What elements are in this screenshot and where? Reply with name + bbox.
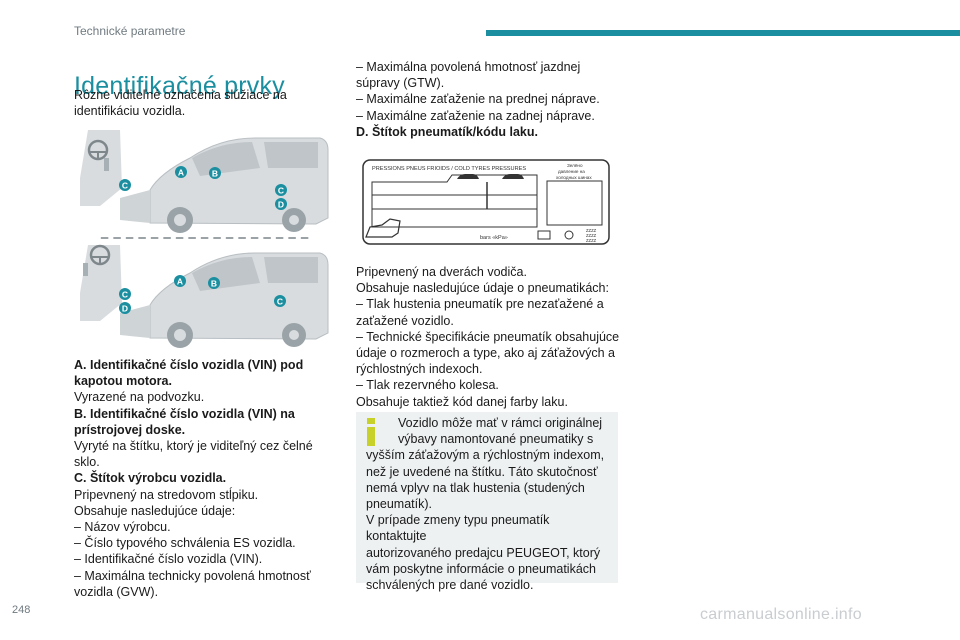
page-title: Identifikačné prvky (74, 71, 285, 100)
text-line: – Tlak rezervného kolesa. (356, 378, 499, 393)
text-line: kapotou motora. (74, 374, 172, 389)
svg-text:холодных шинах: холодных шинах (556, 175, 592, 180)
text-line: súpravy (GTW). (356, 76, 445, 91)
info-line: výbavy namontované pneumatiky s (398, 432, 594, 447)
car-side-icon (365, 218, 401, 238)
warning-icon (564, 230, 574, 240)
left-column-text: A. Identifikačné číslo vozidla (VIN) pod… (74, 357, 336, 600)
text-line: D. Štítok pneumatík/kódu laku. (356, 124, 538, 139)
svg-text:давление на: давление на (558, 169, 585, 174)
watermark: carmanualsonline.info (700, 606, 862, 623)
svg-text:bars «kPa»: bars «kPa» (480, 235, 508, 241)
info-line: než je uvedené na štítku. Táto skutočnos… (366, 464, 598, 479)
info-box: Vozidlo môže mať v rámci originálnej výb… (356, 412, 618, 592)
dashed-separator (100, 237, 310, 239)
callout-c: C (275, 184, 287, 196)
svg-text:C: C (122, 290, 128, 300)
vehicle-illustration-top: A B C C D (80, 130, 329, 233)
text-line: C. Štítok výrobcu vozidla. (74, 471, 227, 486)
svg-text:C: C (278, 186, 284, 196)
callout-c: C (119, 179, 131, 191)
header-accent-bar (486, 30, 960, 36)
loaded-car-icon (502, 174, 524, 179)
right-column-bottom-text: Pripevnený na dverách vodiča. Obsahuje n… (356, 264, 626, 410)
svg-text:A: A (177, 277, 183, 287)
text-line: – Maximálna povolená hmotnosť jazdnej (356, 60, 581, 74)
right-column-top-text: – Maximálna povolená hmotnosť jazdnej sú… (356, 59, 626, 140)
callout-d: D (119, 302, 131, 314)
text-line: A. Identifikačné číslo vozidla (VIN) pod (74, 358, 304, 372)
text-line: Pripevnený na stredovom stĺpiku. (74, 487, 259, 502)
callout-b: B (208, 277, 220, 289)
text-line: vozidla (GVW). (74, 584, 159, 599)
text-line: prístrojovej doske. (74, 422, 186, 437)
svg-text:ZZZZ: ZZZZ (586, 238, 597, 243)
info-line: V prípade zmeny typu pneumatík kontaktuj… (366, 513, 550, 544)
text-line: – Tlak hustenia pneumatík pre nezaťažené… (356, 297, 604, 312)
svg-text:B: B (211, 279, 217, 289)
info-line: vám poskytne informácie o pneumatikách (366, 561, 596, 576)
svg-text:D: D (278, 200, 284, 210)
text-line: zaťažené vozidlo. (356, 313, 454, 328)
callout-c: C (274, 295, 286, 307)
callout-a: A (174, 275, 186, 287)
svg-text:B: B (212, 169, 218, 179)
svg-text:Зелёно: Зелёно (567, 163, 583, 168)
book-icon (537, 230, 551, 240)
info-line: nemá vplyv na tlak hustenia (studených (366, 480, 585, 495)
text-line: – Maximálne zaťaženie na prednej náprave… (356, 92, 600, 107)
text-line: – Maximálne zaťaženie na zadnej náprave. (356, 108, 595, 123)
info-icon (367, 418, 375, 446)
text-line: – Identifikačné číslo vozidla (VIN). (74, 552, 263, 567)
callout-d: D (275, 198, 287, 210)
text-line: – Technické špecifikácie pneumatík obsah… (356, 329, 620, 344)
text-line: Vyryté na štítku, ktorý je viditeľný cez… (74, 439, 313, 470)
text-line: údaje o rozmeroch a type, ako aj záťažov… (356, 346, 615, 361)
car-icon (457, 174, 479, 179)
callout-c: C (119, 288, 131, 300)
svg-text:D: D (122, 304, 128, 314)
svg-text:C: C (122, 181, 128, 191)
svg-text:ZZZZ: ZZZZ (586, 233, 597, 238)
intro-line: identifikáciu vozidla. (74, 104, 186, 118)
text-line: Obsahuje nasledujúce údaje: (74, 503, 236, 518)
tyre-pressure-label-illustration: PRESSIONS PNEUS FRIOIDS / COLD TYRES PRE… (362, 159, 610, 245)
callout-a: A (175, 166, 187, 178)
info-line: pneumatík). (366, 497, 433, 512)
intro-text: Rôzne viditeľné označenia slúžiace na id… (74, 87, 334, 119)
info-line: autorizovaného predajcu PEUGEOT, ktorý (366, 545, 601, 560)
text-line: Vyrazené na podvozku. (74, 390, 205, 405)
vehicle-illustration: A B C C D A B C D C (80, 128, 330, 348)
info-line: Vozidlo môže mať v rámci originálnej (398, 416, 603, 430)
info-line: vyšším záťažovým a rýchlostným indexom, (366, 448, 605, 463)
svg-text:C: C (277, 297, 283, 307)
svg-text:ZZZZ: ZZZZ (586, 228, 597, 233)
vehicle-illustration-bottom: A B C D C (80, 244, 329, 348)
text-line: rýchlostných indexoch. (356, 362, 483, 377)
text-line: – Názov výrobcu. (74, 520, 171, 535)
text-line: B. Identifikačné číslo vozidla (VIN) na (74, 406, 295, 421)
info-line: schválených pre dané vozidlo. (366, 578, 534, 593)
svg-text:PRESSIONS PNEUS FRIOIDS / COLD: PRESSIONS PNEUS FRIOIDS / COLD TYRES PRE… (372, 166, 526, 172)
text-line: Pripevnený na dverách vodiča. (356, 265, 527, 279)
text-line: – Číslo typového schválenia ES vozidla. (74, 536, 296, 551)
text-line: – Maximálna technicky povolená hmotnosť (74, 568, 311, 583)
text-line: Obsahuje nasledujúce údaje o pneumatikác… (356, 281, 609, 296)
page-number: 248 (12, 604, 31, 616)
header-section-title: Technické parametre (74, 24, 186, 38)
text-line: Obsahuje taktiež kód danej farby laku. (356, 394, 568, 409)
callout-b: B (209, 167, 221, 179)
svg-text:A: A (178, 168, 184, 178)
intro-line: Rôzne viditeľné označenia slúžiace na (74, 88, 287, 102)
